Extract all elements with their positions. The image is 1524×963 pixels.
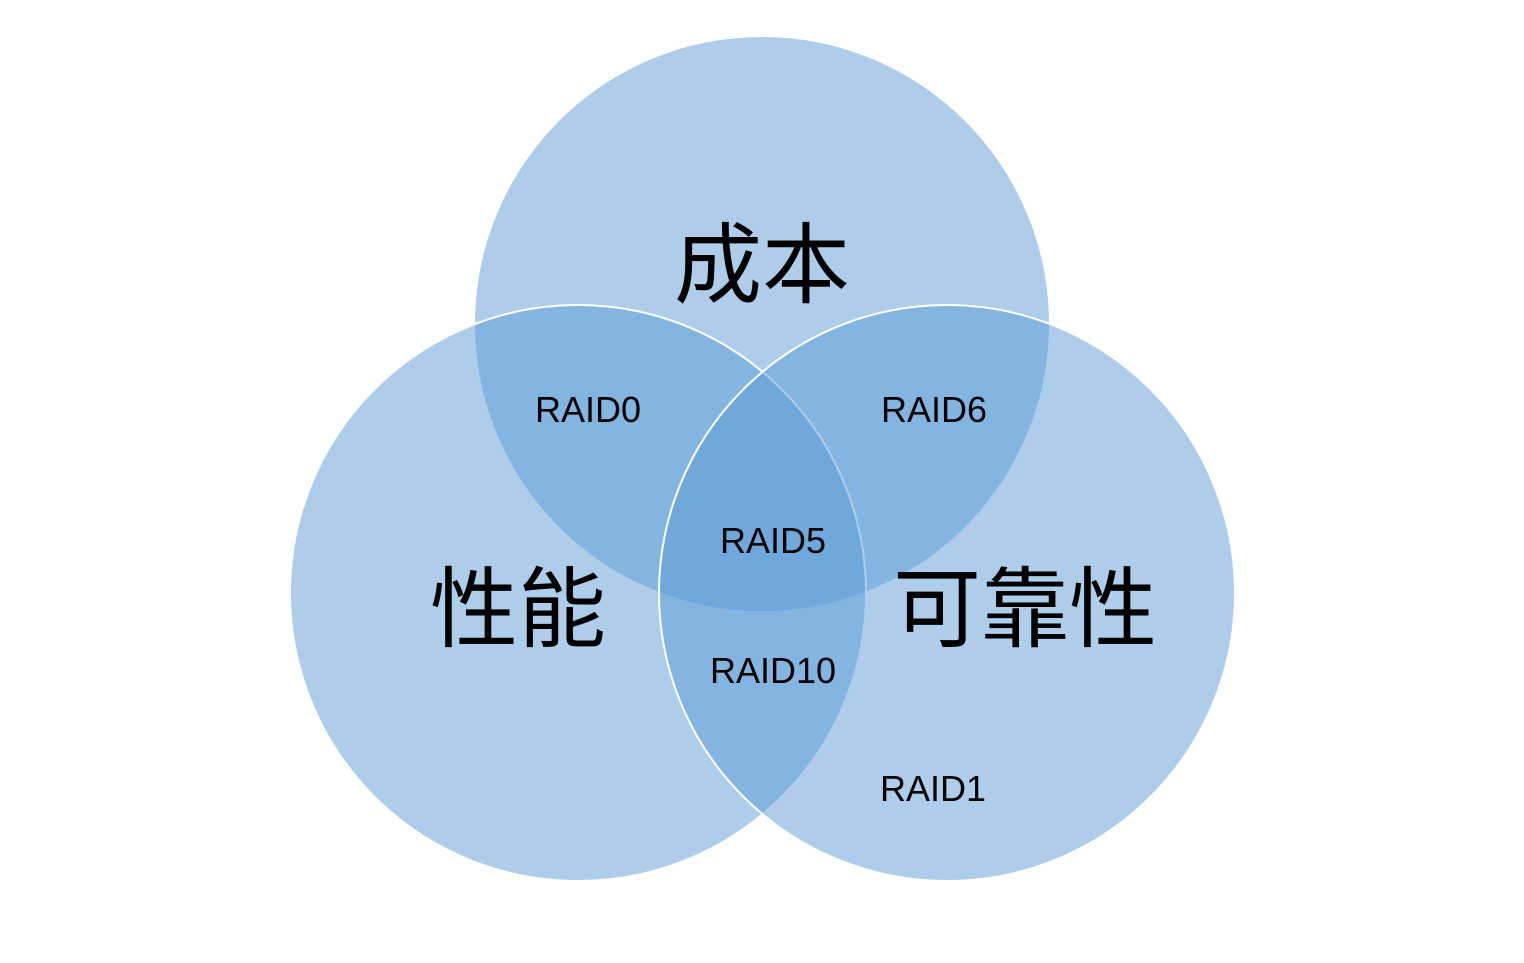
label-raid10: RAID10	[710, 650, 836, 691]
label-reliability: 可靠性	[893, 558, 1157, 661]
circle-reliability	[658, 304, 1236, 882]
label-raid5: RAID5	[720, 520, 826, 561]
label-performance: 性能	[430, 558, 606, 661]
label-raid6: RAID6	[881, 389, 987, 430]
label-raid0: RAID0	[535, 389, 641, 430]
label-raid1: RAID1	[880, 768, 986, 809]
label-cost: 成本	[674, 214, 850, 317]
